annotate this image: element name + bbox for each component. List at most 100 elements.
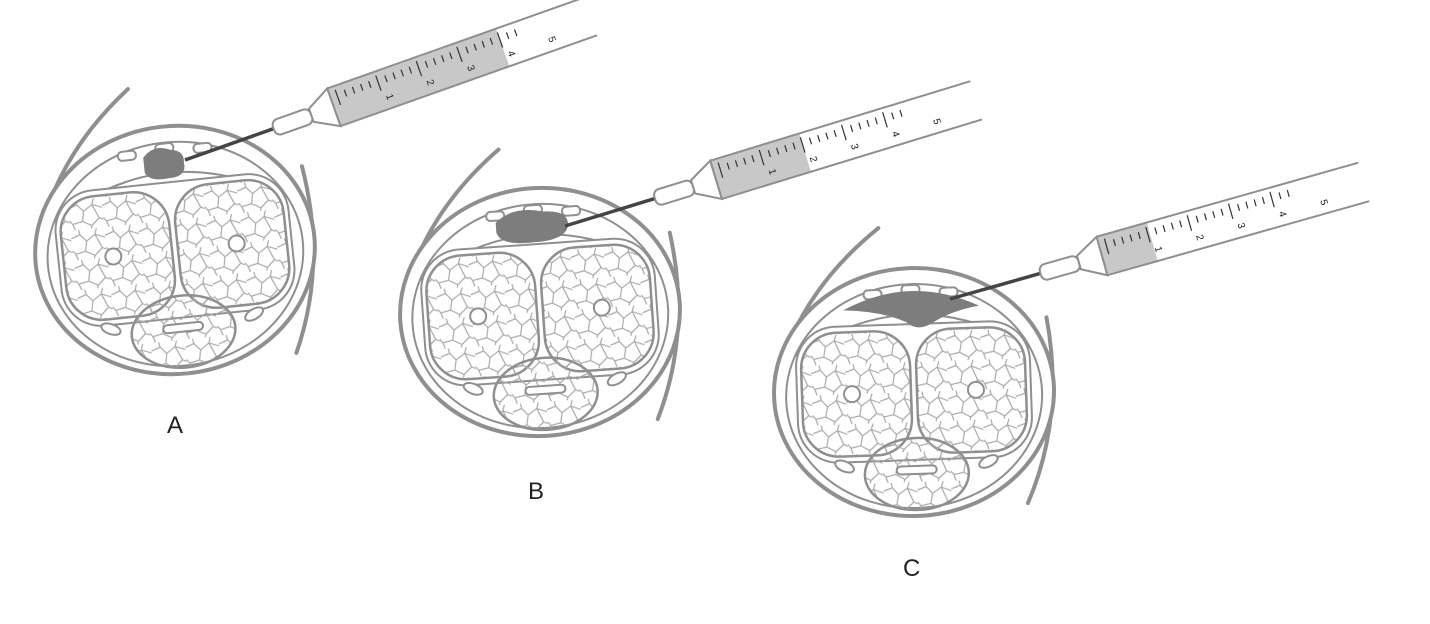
scale-number: 1 [383,93,395,102]
scale-minor-tick [874,117,878,125]
syringe-barrel [326,0,598,128]
cavernosal-artery [104,247,123,266]
scale-minor-tick [817,134,821,143]
syringe-b: 1 2 3 4 5 [564,80,983,228]
dorsal-vessel [116,149,137,162]
syringe-fill [710,133,811,199]
panel-a [33,87,317,377]
scale-number: 3 [464,64,476,73]
scale-number: 3 [1235,222,1247,231]
dorsal-vessel [560,205,582,217]
scale-minor-tick [1278,192,1282,200]
cavernosal-artery [227,234,246,253]
scale-major-tick [456,46,463,63]
scale-major-tick [882,111,888,128]
needle [184,126,277,162]
scale-minor-tick [734,160,739,168]
scale-minor-tick [449,52,453,60]
scale-minor-tick [1170,222,1174,230]
scale-minor-tick [489,37,494,45]
scale-minor-tick [1154,227,1158,235]
scale-minor-tick [858,122,862,130]
syringe-fill [327,28,510,127]
panel-c [772,226,1056,519]
scale-minor-tick [368,80,372,88]
scale-number: 5 [930,117,942,126]
scale-minor-tick [1212,210,1216,219]
scale-number: 2 [807,155,819,164]
scale-minor-tick [899,109,903,117]
hematoma [843,290,980,328]
cavernosal-artery [592,298,611,317]
scale-minor-tick [767,150,771,158]
scale-major-tick [799,137,806,153]
syringe-barrel [1095,161,1370,277]
scale-minor-tick [465,46,469,54]
scale-major-tick [334,89,342,106]
needle-hub [271,108,314,136]
hematoma [495,210,569,244]
scale-minor-tick [792,142,796,150]
lateral-vessel [834,459,855,474]
scale-minor-tick [825,132,829,140]
needle [564,196,658,228]
scale-major-tick [717,162,724,178]
urethra [895,464,938,476]
scale-minor-tick [833,129,837,137]
scale-major-tick [1103,238,1110,255]
syringe-fill [1096,222,1158,276]
panel-b [398,147,682,439]
scale-major-tick [375,75,382,91]
lateral-vessel [606,371,627,387]
syringe-a: 1 2 3 4 5 [184,0,598,162]
scale-number: 2 [424,78,436,87]
needle [949,271,1043,301]
scale-minor-tick [866,119,870,127]
corpus-cavernosum-left [59,190,177,322]
scale-minor-tick [1195,215,1199,223]
scale-number: 4 [889,130,901,139]
scale-minor-tick [808,137,813,145]
scale-minor-tick [408,66,413,74]
scale-minor-tick [1253,199,1257,207]
scale-minor-tick [1286,189,1290,197]
needle-hub [653,179,695,206]
scale-minor-tick [775,147,780,155]
scale-major-tick [840,124,847,141]
scale-minor-tick [1137,232,1141,240]
scale-major-tick [1269,191,1275,208]
scale-minor-tick [726,162,730,170]
scale-minor-tick [1129,234,1133,242]
panel-label-b: B [528,478,544,505]
panel-label-a: A [167,412,183,439]
scale-minor-tick [505,32,510,40]
scale-number: 1 [1152,245,1164,254]
scale-minor-tick [1112,239,1116,247]
scale-number: 4 [1276,210,1288,219]
scale-minor-tick [850,124,854,132]
needle-hub [1038,255,1081,281]
scale-number: 3 [848,143,860,152]
scale-number: 1 [766,168,778,177]
scale-major-tick [1186,215,1193,231]
scale-number: 2 [1193,233,1205,242]
scale-minor-tick [384,75,388,83]
scale-major-tick [758,149,765,166]
scale-number: 4 [505,49,517,58]
scale-minor-tick [351,86,356,94]
scale-minor-tick [891,112,895,120]
scale-minor-tick [473,43,477,51]
scale-minor-tick [784,145,788,153]
lateral-vessel [462,381,484,396]
scale-minor-tick [1162,225,1166,233]
scale-minor-tick [432,58,437,66]
scale-minor-tick [513,29,518,37]
scale-minor-tick [1121,236,1125,244]
lateral-vessel [244,306,265,322]
scale-number: 5 [545,35,557,44]
syringe-barrel [709,80,983,200]
scale-minor-tick [1261,196,1265,204]
urethra [524,383,567,396]
